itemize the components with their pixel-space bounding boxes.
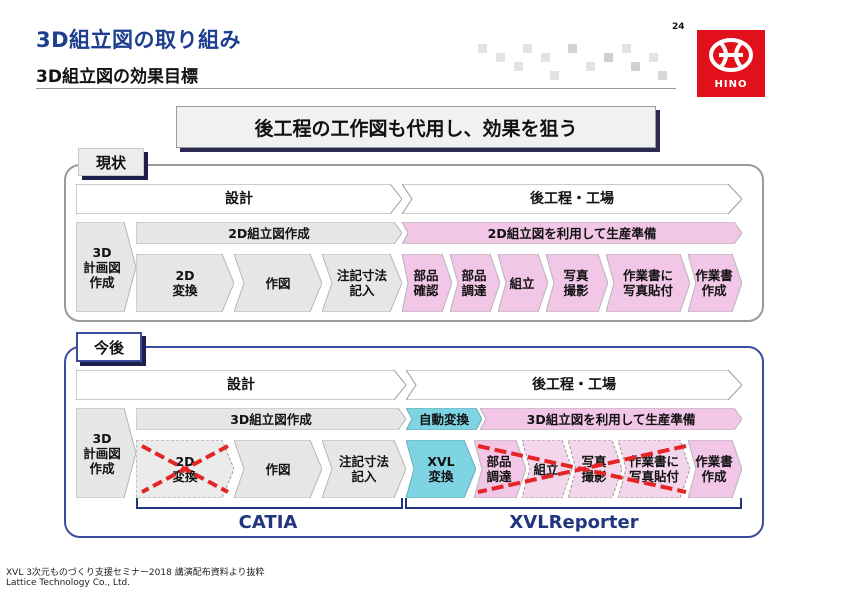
future-drawing-bar: 3D組立図作成 bbox=[136, 408, 406, 430]
future-section bbox=[64, 346, 764, 538]
current-down-step-label: 作業書 作成 bbox=[695, 268, 733, 298]
current-step-2d-convert: 2D 変換 bbox=[136, 254, 234, 312]
current-usage-bar-label: 2D組立図を利用して生産準備 bbox=[487, 225, 657, 241]
current-design-phase: 設計 bbox=[76, 184, 402, 214]
future-xvl-step: XVL 変換 bbox=[406, 440, 476, 498]
current-step-label: 注記寸法 記入 bbox=[336, 268, 387, 298]
future-down-step-removed: 組立 bbox=[522, 440, 572, 498]
future-xvl-label: XVL 変換 bbox=[427, 454, 455, 484]
future-down-step-label: 作業書 作成 bbox=[695, 454, 733, 484]
current-down-step-label: 組立 bbox=[509, 275, 535, 291]
current-step-drawing: 作図 bbox=[234, 254, 322, 312]
current-usage-bar: 2D組立図を利用して生産準備 bbox=[402, 222, 742, 244]
current-downstream-label: 後工程・工場 bbox=[530, 190, 614, 207]
title-divider bbox=[36, 88, 676, 89]
future-step-annotation: 注記寸法 記入 bbox=[322, 440, 406, 498]
current-down-step: 部品 調達 bbox=[450, 254, 500, 312]
current-step-annotation: 注記寸法 記入 bbox=[322, 254, 402, 312]
tool-xvlreporter: XVLReporter bbox=[509, 512, 639, 533]
page-subtitle: 3D組立図の効果目標 bbox=[36, 67, 198, 87]
future-design-phase: 設計 bbox=[76, 370, 406, 400]
tool-brackets bbox=[136, 498, 742, 509]
cross-out-icon bbox=[477, 444, 687, 494]
hino-logo: HINO bbox=[697, 30, 765, 97]
future-step-2d-convert-removed: 2D 変換 bbox=[136, 440, 234, 498]
future-usage-bar: 3D組立図を利用して生産準備 bbox=[480, 408, 742, 430]
future-step-label: 注記寸法 記入 bbox=[338, 454, 389, 484]
future-down-step-label: 作業書に 写真貼付 bbox=[628, 454, 679, 484]
current-downstream-phase: 後工程・工場 bbox=[402, 184, 742, 214]
future-label: 今後 bbox=[76, 332, 142, 362]
current-down-step: 組立 bbox=[498, 254, 548, 312]
current-planning-label: 3D 計画図 作成 bbox=[83, 244, 121, 290]
current-down-step: 写真 撮影 bbox=[546, 254, 608, 312]
future-usage-bar-label: 3D組立図を利用して生産準備 bbox=[526, 411, 696, 427]
future-step-label: 2D 変換 bbox=[172, 454, 198, 484]
future-down-step-removed: 作業書に 写真貼付 bbox=[618, 440, 690, 498]
current-drawing-bar: 2D組立図作成 bbox=[136, 222, 402, 244]
current-drawing-bar-label: 2D組立図作成 bbox=[228, 225, 310, 241]
future-auto-bar: 自動変換 bbox=[406, 408, 482, 430]
future-auto-bar-label: 自動変換 bbox=[418, 411, 469, 427]
hino-emblem-icon bbox=[709, 38, 753, 72]
future-planning-step: 3D 計画図 作成 bbox=[76, 408, 136, 498]
future-down-step: 作業書 作成 bbox=[688, 440, 742, 498]
current-planning-step: 3D 計画図 作成 bbox=[76, 222, 136, 312]
future-step-label: 作図 bbox=[265, 461, 291, 477]
current-down-step-label: 作業書に 写真貼付 bbox=[622, 268, 673, 298]
current-section bbox=[64, 164, 764, 322]
current-down-step-label: 部品 調達 bbox=[461, 268, 487, 298]
current-step-label: 作図 bbox=[265, 275, 291, 291]
future-design-label: 設計 bbox=[227, 376, 255, 393]
page-title: 3D組立図の取り組み bbox=[36, 28, 242, 52]
current-step-label: 2D 変換 bbox=[172, 268, 198, 298]
future-downstream-phase: 後工程・工場 bbox=[406, 370, 742, 400]
future-step-drawing: 作図 bbox=[234, 440, 322, 498]
goal-banner: 後工程の工作図も代用し、効果を狙う bbox=[176, 106, 656, 148]
future-drawing-bar-label: 3D組立図作成 bbox=[230, 411, 312, 427]
current-down-step-label: 部品 確認 bbox=[413, 268, 439, 298]
page-number: 24 bbox=[672, 22, 685, 32]
current-down-step: 作業書 作成 bbox=[688, 254, 742, 312]
future-down-step-label: 組立 bbox=[533, 461, 559, 477]
current-design-label: 設計 bbox=[225, 190, 253, 207]
current-down-step: 部品 確認 bbox=[402, 254, 452, 312]
current-down-step-label: 写真 撮影 bbox=[563, 268, 589, 298]
cross-out-icon bbox=[141, 444, 229, 494]
current-label: 現状 bbox=[78, 148, 144, 176]
tool-catia: CATIA bbox=[238, 512, 298, 533]
footer-source: XVL 3次元ものづくり支援セミナー2018 講演配布資料より抜粋 bbox=[6, 568, 265, 578]
future-downstream-label: 後工程・工場 bbox=[532, 376, 616, 393]
current-down-step: 作業書に 写真貼付 bbox=[606, 254, 690, 312]
footer-company: Lattice Technology Co., Ltd. bbox=[6, 578, 131, 588]
logo-text: HINO bbox=[714, 79, 748, 90]
future-down-step-label: 部品 調達 bbox=[486, 454, 512, 484]
future-planning-label: 3D 計画図 作成 bbox=[83, 430, 121, 476]
